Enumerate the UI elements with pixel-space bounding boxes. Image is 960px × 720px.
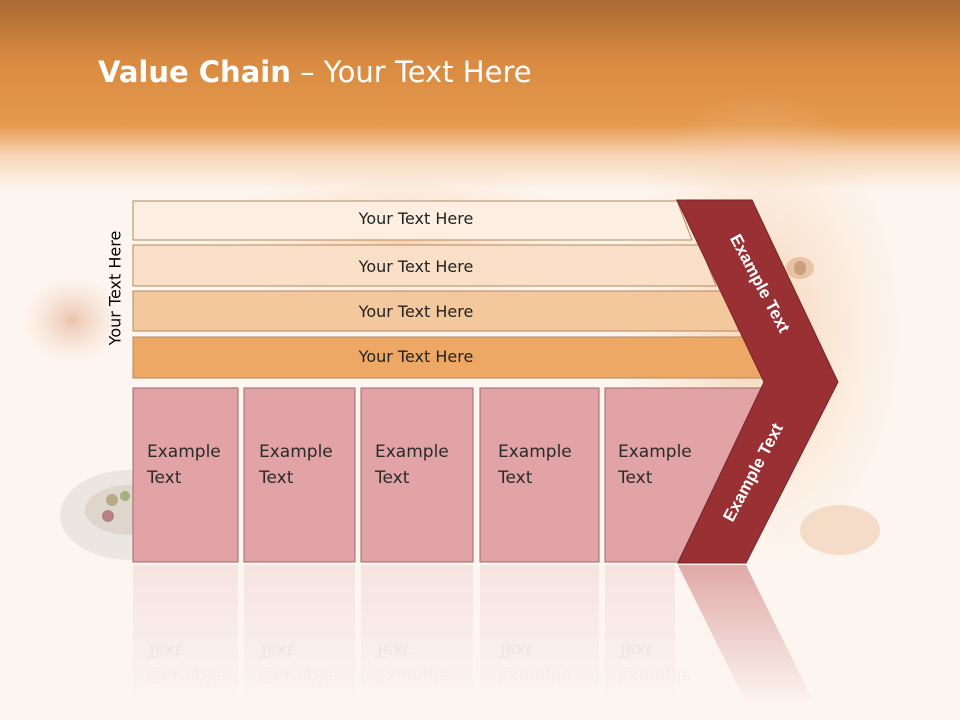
box-4 [479,387,600,563]
reflect-label-4-line1: Example [498,666,572,686]
bar-3 [132,290,740,332]
reflect-label-4-line2: Text [498,640,533,660]
reflect-chevron [678,565,820,715]
box-label-4-line1: Example [498,442,572,462]
reflect-label-5-line1: Example [618,666,692,686]
bar-label-3: Your Text Here [358,302,474,321]
title-rest: – Your Text Here [290,55,532,89]
box-label-2-line2: Text [259,468,294,488]
bar-label-1: Your Text Here [358,209,474,228]
reflect-label-2-line1: Example [259,666,333,686]
bar-1 [132,200,693,241]
bar-2 [132,244,717,287]
box-2 [243,387,356,563]
reflect-box-4 [480,565,599,715]
box-label-3-line2: Text [375,468,410,488]
reflect-label-4: Example Text [498,637,598,689]
reflect-label-3: Example Text [375,637,475,689]
reflect-label-1: Example Text [147,637,247,689]
box-label-1-line1: Example [147,442,221,462]
reflect-label-2-line2: Text [259,640,294,660]
reflect-label-5-line2: Text [618,640,653,660]
box-label-2-line1: Example [259,442,333,462]
chevron-arrow [676,199,839,564]
slide-title: Value Chain – Your Text Here [98,55,532,89]
reflect-label-1-line2: Text [147,640,182,660]
reflect-label-5: Example Text [618,637,718,689]
reflect-label-3-line2: Text [375,640,410,660]
reflect-box-5 [605,565,675,715]
reflection-fade: Example Text Example Text Example Text Exam… [0,565,960,720]
reflect-label-3-line1: Example [375,666,449,686]
bar-label-4: Your Text Here [358,347,474,366]
box-1 [132,387,239,563]
reflect-box-3 [361,565,473,715]
box-label-4-line2: Text [498,468,533,488]
bar-label-2: Your Text Here [358,257,474,276]
box-label-3-line1: Example [375,442,449,462]
box-label-5-line2: Text [618,468,653,488]
title-bold: Value Chain [98,55,291,89]
reflect-box-2 [244,565,355,715]
box-label-1-line2: Text [147,468,182,488]
reflection: Example Text Example Text Example Text Exam… [0,565,960,720]
reflect-box-1 [133,565,238,715]
box-label-5-line1: Example [618,442,692,462]
reflect-label-2: Example Text [259,637,359,689]
box-3 [360,387,474,563]
reflect-label-1-line1: Example [147,666,221,686]
reflection-shapes [133,565,820,715]
